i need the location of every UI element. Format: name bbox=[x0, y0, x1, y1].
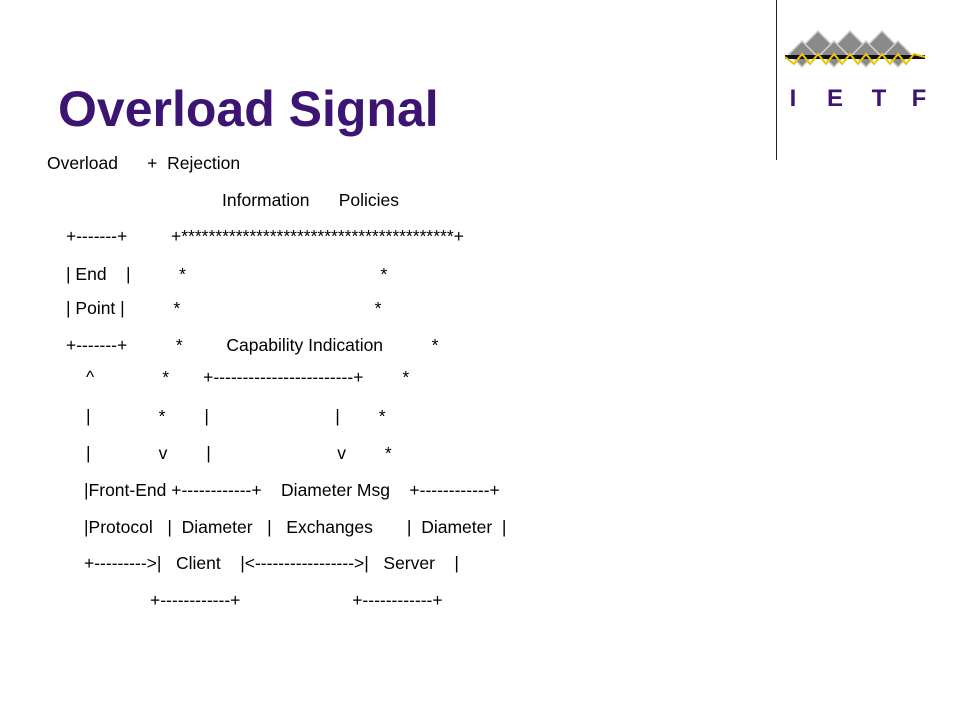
diagram-line-8: | * | | * bbox=[86, 406, 386, 426]
diagram-line-1: Overload + Rejection bbox=[47, 153, 241, 173]
diagram-line-5: | Point | * * bbox=[66, 298, 382, 318]
ietf-logo: I E T F bbox=[784, 29, 927, 112]
diagram-line-12: +--------->| Client |<----------------->… bbox=[84, 553, 459, 573]
logo-letter-i: I bbox=[790, 85, 797, 112]
diagram-line-11: |Protocol | Diameter | Exchanges | Diame… bbox=[84, 517, 507, 537]
diagram-line-4: | End | * * bbox=[66, 264, 388, 284]
diagram-line-7: ^ * +------------------------+ * bbox=[86, 367, 410, 387]
diagram-line-13: +------------+ +------------+ bbox=[150, 590, 443, 610]
logo-letter-e: E bbox=[827, 85, 843, 112]
diagram-line-9: | v | v * bbox=[86, 443, 392, 463]
diagram-line-6: +-------+ * Capability Indication * bbox=[66, 335, 439, 355]
logo-letter-t: T bbox=[872, 85, 887, 112]
diagram-line-2: Information Policies bbox=[222, 190, 400, 210]
logo-letter-f: F bbox=[912, 85, 927, 112]
slide-title: Overload Signal bbox=[58, 81, 439, 137]
diagram-line-10: |Front-End +------------+ Diameter Msg +… bbox=[84, 480, 500, 500]
logo-wave bbox=[784, 52, 926, 66]
diagram-line-3: +-------+ +*****************************… bbox=[66, 226, 464, 246]
header-divider bbox=[776, 0, 777, 160]
